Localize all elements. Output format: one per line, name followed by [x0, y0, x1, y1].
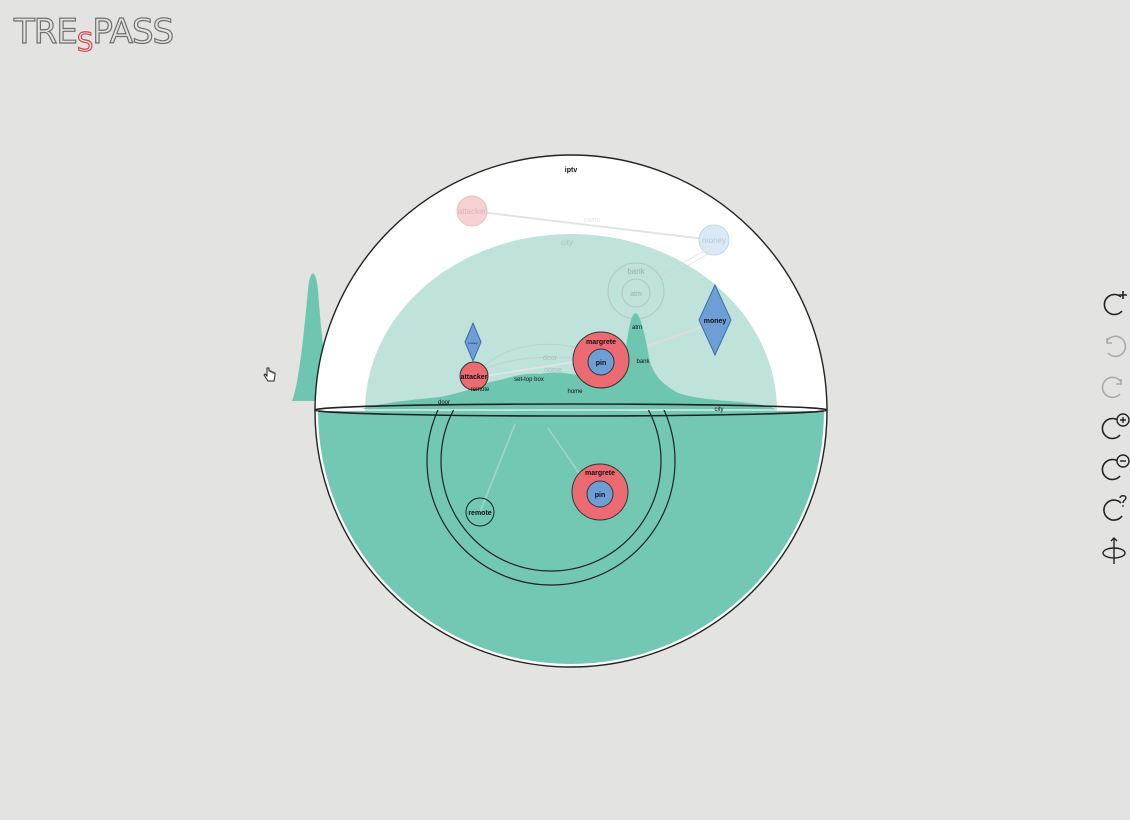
rotate-view-icon [1098, 534, 1130, 566]
ghost-atm-label: atm [630, 291, 642, 298]
redo-button[interactable] [1098, 370, 1130, 402]
home-label-upper: home [567, 389, 583, 395]
pin-label-lower: pin [595, 492, 606, 499]
help-icon [1098, 493, 1130, 525]
ghost-city-label: city [561, 238, 573, 247]
undo-icon [1098, 329, 1130, 361]
margrete-label-lower: margrete [585, 470, 615, 477]
city-label-upper: city [715, 407, 724, 413]
help-button[interactable] [1098, 493, 1130, 525]
zoom-out-button[interactable] [1098, 452, 1130, 484]
atm-label-upper: atm [632, 325, 642, 331]
add-node-icon [1098, 288, 1130, 320]
redo-icon [1098, 370, 1130, 402]
bank-label-upper: bank [636, 359, 650, 365]
outer-sphere-label: iptv [565, 167, 578, 174]
set-top-box-label: set-top box [514, 377, 544, 383]
money-label-upper: money [704, 318, 727, 325]
ghost-bank-label: bank [627, 267, 645, 276]
zoom-in-icon [1098, 411, 1130, 443]
remote-label-upper: remote [471, 387, 490, 393]
ghost-attacker-label: attacker [458, 207, 487, 216]
ghost-door-label: door [543, 355, 558, 362]
zoom-in-button[interactable] [1098, 411, 1130, 443]
zoom-out-icon [1098, 452, 1130, 484]
ghost-link-label: owns [584, 217, 601, 224]
undo-button[interactable] [1098, 329, 1130, 361]
rotate-view-button[interactable] [1098, 534, 1130, 566]
attacker-label-upper: attacker [461, 374, 488, 381]
add-node-button[interactable] [1098, 288, 1130, 320]
ghost-money-label: money [702, 236, 726, 245]
remote-label-lower: remote [468, 510, 491, 517]
money-diamond-small-label: money [468, 341, 478, 345]
hand-cursor-icon [263, 367, 277, 388]
pin-label-upper: pin [596, 360, 607, 367]
lower-bowl[interactable] [318, 411, 824, 664]
view-toolbar [1098, 288, 1130, 575]
margrete-label-upper: margrete [586, 339, 616, 346]
